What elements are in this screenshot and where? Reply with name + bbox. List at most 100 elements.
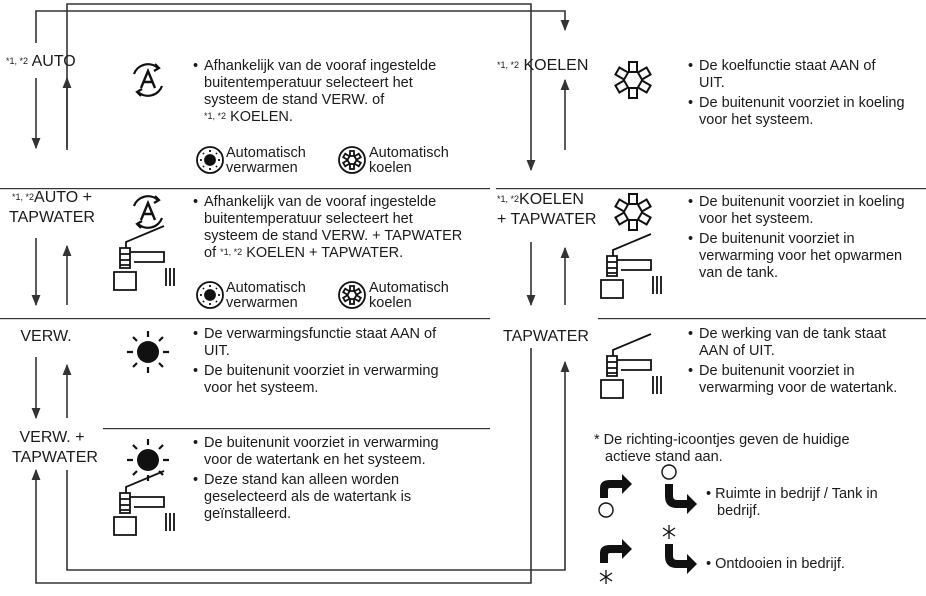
snowflake-icon-koelen (614, 61, 652, 99)
auto-heat-label-2: Automatisch verwarmen (226, 281, 306, 311)
desc-koelen-tap-bullet-1: De buitenunit voorziet in koeling voor h… (688, 194, 924, 228)
mode-verw: VERW. (20, 328, 72, 345)
mode-koelen-label: KOELEN (523, 57, 589, 74)
auto-heat-label-line2: verwarmen (226, 160, 298, 176)
mode-koelen: *1, *2 KOELEN (497, 56, 588, 76)
desc-tapwater-line: De werking van de tank staat (699, 326, 886, 342)
desc-auto-tap-line: of (204, 245, 217, 261)
auto-cool-icon (338, 146, 366, 174)
desc-verw-tap-line: Deze stand kan alleen worden (204, 472, 400, 488)
auto-cool-label-2: Automatisch koelen (369, 281, 449, 311)
mode-auto-label: AUTO (31, 53, 76, 70)
bottom-loop-arrows (31, 348, 570, 584)
desc-verw-line: De buitenunit voorziet in verwarming (204, 363, 439, 379)
auto-heat-label-line1: Automatisch (226, 145, 306, 161)
desc-verw-tap-bullet-2: Deze stand kan alleen worden geselecteer… (193, 472, 488, 523)
auto-cool-label-line2: koelen (369, 160, 412, 176)
mode-koelen-tapwater-line2: + TAPWATER (497, 211, 597, 228)
desc-auto-line: systeem de stand VERW. of (204, 92, 385, 108)
mode-auto-tapwater-line1: AUTO + (34, 189, 92, 206)
auto-cool-label-line1: Automatisch (369, 145, 449, 161)
legend-space-tank-line2: bedrijf. (717, 503, 761, 519)
desc-auto-tap-line: systeem de stand VERW. + TAPWATER (204, 228, 463, 244)
desc-koelen: De koelfunctie staat AAN of UIT. De buit… (688, 58, 924, 129)
desc-verw-tap-line: geselecteerd als de watertank is (204, 489, 412, 505)
desc-auto: Afhankelijk van de vooraf ingestelde bui… (193, 58, 483, 126)
desc-tapwater-line: AAN of UIT. (699, 343, 775, 359)
desc-verw-bullet-1: De verwarmingsfunctie staat AAN of UIT. (193, 326, 488, 360)
desc-auto-tap: Afhankelijk van de vooraf ingestelde bui… (193, 194, 488, 262)
left-column-arrows (31, 78, 72, 420)
desc-auto-tap-line: buitentemperatuur selecteert het (204, 211, 413, 227)
footnote: * De richting-icoontjes geven de huidige… (594, 432, 924, 466)
desc-koelen-tap: De buitenunit voorziet in koeling voor h… (688, 194, 924, 282)
mode-auto-tapwater: *1, *2AUTO + TAPWATER (6, 188, 98, 228)
auto-heat-label-line2: verwarmen (226, 295, 298, 311)
direction-icon-defrost-tank (662, 525, 697, 574)
desc-koelen-bullet-2: De buitenunit voorziet in koeling voor h… (688, 95, 924, 129)
desc-verw-bullet-2: De buitenunit voorziet in verwarming voo… (193, 363, 488, 397)
auto-icon (132, 63, 164, 97)
sup-marker: *1, *2 (12, 192, 35, 202)
top-loop-arrow (35, 3, 570, 150)
sun-icon-verw (127, 331, 169, 373)
legend-space-tank: • Ruimte in bedrijf / Tank in bedrijf. (706, 486, 926, 520)
mode-koelen-tapwater-line1: KOELEN (519, 191, 584, 208)
direction-icon-space (598, 474, 632, 518)
auto-cool-icon-2 (338, 281, 366, 309)
desc-verw-line: De verwarmingsfunctie staat AAN of (204, 326, 437, 342)
mode-verw-tapwater: VERW. + TAPWATER (12, 428, 98, 468)
auto-heat-icon (196, 146, 224, 174)
desc-verw-tap-line: De buitenunit voorziet in verwarming (204, 435, 439, 451)
faucet-icon-koelen-tap (600, 233, 662, 299)
desc-koelen-tap-line: verwarming voor het opwarmen (699, 248, 903, 264)
sup-marker: *1, *2 (204, 111, 227, 121)
faucet-icon-verw-tap (113, 470, 175, 536)
desc-tapwater-bullet-2: De buitenunit voorziet in verwarming voo… (688, 363, 924, 397)
mode-tapwater: TAPWATER (503, 328, 589, 345)
faucet-icon-auto-tap (113, 225, 175, 291)
desc-koelen-bullet-1: De koelfunctie staat AAN of UIT. (688, 58, 924, 92)
sup-marker: *1, *2 (6, 56, 29, 66)
desc-verw-tap-line: geïnstalleerd. (204, 506, 292, 522)
desc-auto-tap-line: Afhankelijk van de vooraf ingestelde (204, 194, 437, 210)
legend-defrost: • Ontdooien in bedrijf. (706, 556, 845, 572)
mode-auto-tapwater-line2: TAPWATER (9, 209, 95, 226)
desc-auto-line: buitentemperatuur selecteert het (204, 75, 413, 91)
desc-koelen-tap-line: voor het systeem. (699, 211, 814, 227)
sun-icon-verw-tap (127, 439, 169, 481)
desc-tapwater-line: verwarming voor de watertank. (699, 380, 898, 396)
legend-space-tank-line1: • Ruimte in bedrijf / Tank in (706, 486, 878, 502)
sup-marker: *1, *2 (497, 194, 520, 204)
faucet-icon-tapwater (600, 333, 662, 399)
direction-icon-defrost-space (599, 539, 632, 584)
auto-tapwater-icon (132, 195, 164, 229)
desc-koelen-line: De buitenunit voorziet in koeling (699, 95, 905, 111)
desc-koelen-line: voor het systeem. (699, 112, 814, 128)
auto-cool-label: Automatisch koelen (369, 146, 449, 176)
desc-auto-bullet: Afhankelijk van de vooraf ingestelde bui… (193, 58, 483, 126)
desc-tapwater: De werking van de tank staat AAN of UIT.… (688, 326, 924, 397)
desc-koelen-tap-bullet-2: De buitenunit voorziet in verwarming voo… (688, 231, 924, 282)
desc-koelen-line: UIT. (699, 75, 725, 91)
desc-tapwater-bullet-1: De werking van de tank staat AAN of UIT. (688, 326, 924, 360)
auto-heat-label-line1: Automatisch (226, 280, 306, 296)
mode-verw-tapwater-line1: VERW. + (19, 429, 85, 446)
sup-marker: *1, *2 (497, 60, 520, 70)
desc-tapwater-line: De buitenunit voorziet in (699, 363, 855, 379)
desc-verw: De verwarmingsfunctie staat AAN of UIT. … (193, 326, 488, 397)
auto-heat-icon-2 (196, 281, 224, 309)
footnote-line2: actieve stand aan. (605, 449, 723, 465)
footnote-line1: * De richting-icoontjes geven de huidige (594, 432, 850, 448)
desc-koelen-tap-line: De buitenunit voorziet in koeling (699, 194, 905, 210)
right-column-arrows (526, 78, 570, 307)
auto-cool-label-line1: Automatisch (369, 280, 449, 296)
desc-verw-tap-bullet-1: De buitenunit voorziet in verwarming voo… (193, 435, 488, 469)
desc-koelen-line: De koelfunctie staat AAN of (699, 58, 876, 74)
desc-auto-line: Afhankelijk van de vooraf ingestelde (204, 58, 437, 74)
desc-koelen-tap-line: De buitenunit voorziet in (699, 231, 855, 247)
sup-marker: *1, *2 (220, 247, 243, 257)
desc-verw-tap-line: voor de watertank en het systeem. (204, 452, 426, 468)
auto-cool-label-line2: koelen (369, 295, 412, 311)
